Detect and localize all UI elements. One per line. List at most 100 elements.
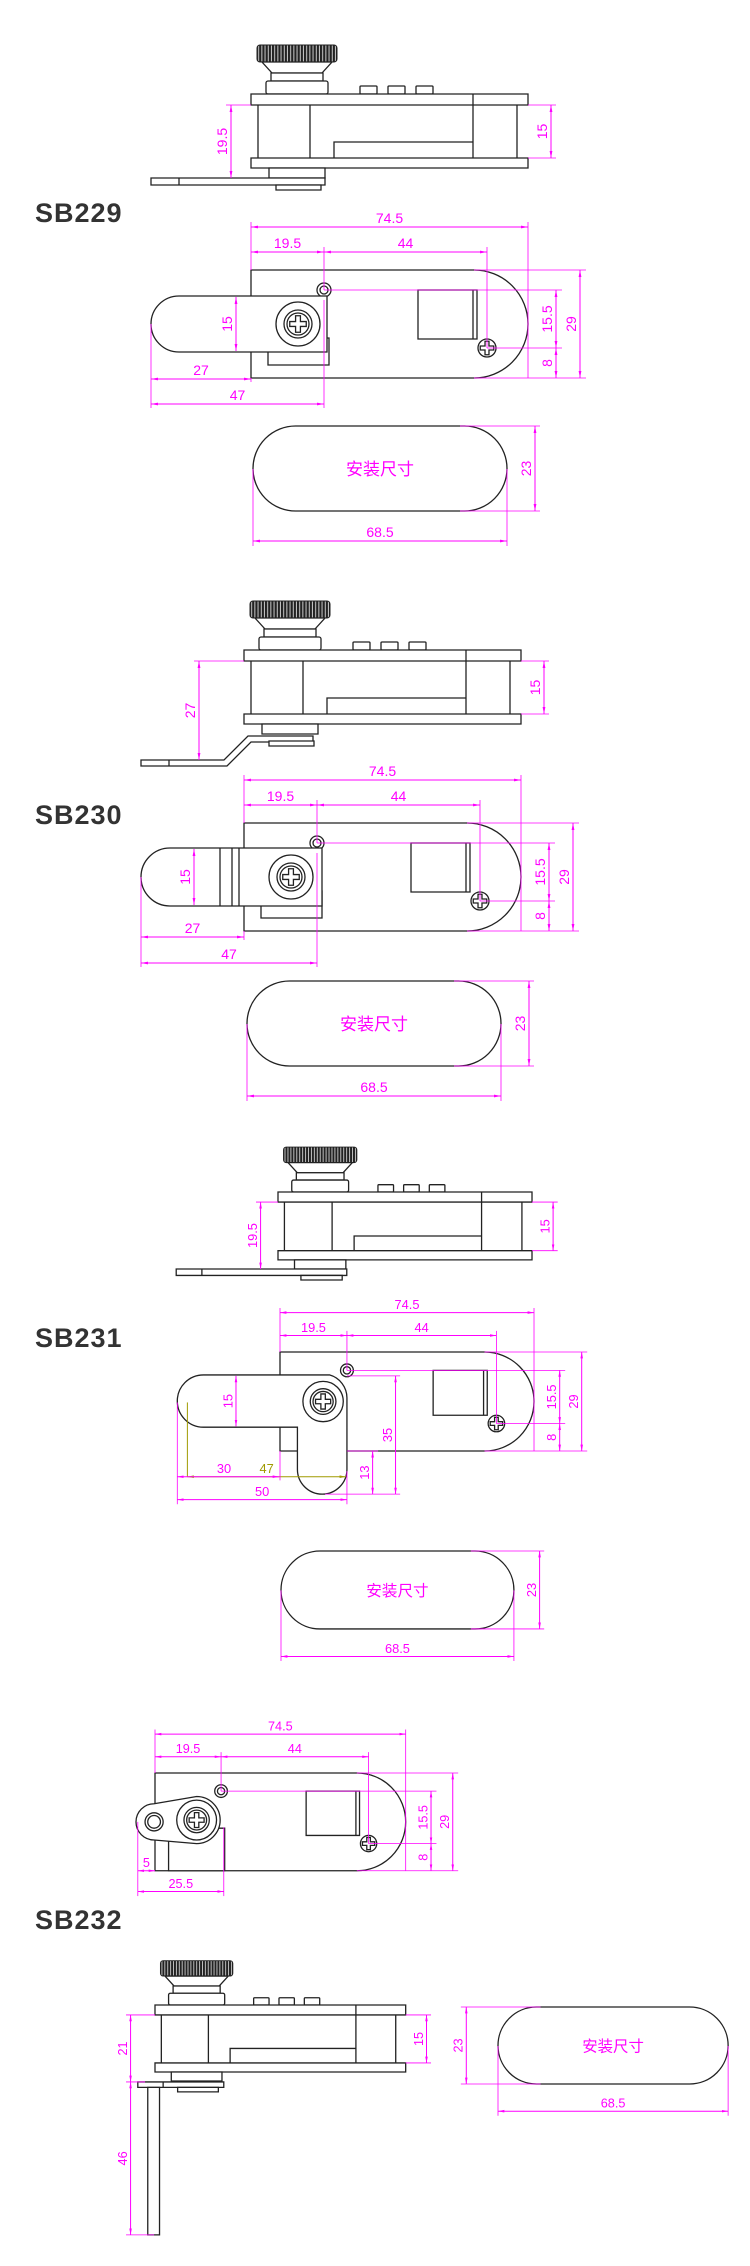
- dim-total-reach-text: 50: [255, 1484, 269, 1499]
- body-edges: [258, 94, 517, 168]
- dim-offset-text: 19.5: [176, 1742, 201, 1756]
- handle-screw-inner: [284, 310, 312, 338]
- dim-hole-to-screw-text: 15.5: [532, 858, 548, 885]
- knob-cone: [262, 62, 332, 73]
- latch-window: [306, 1791, 359, 1835]
- top-button-2: [381, 642, 398, 650]
- knurled-knob: [256, 44, 338, 63]
- knob-base: [292, 1180, 349, 1192]
- handle-screw-icon: [313, 1391, 333, 1411]
- dim-offset-text: 19.5: [274, 235, 301, 251]
- top-button-3: [416, 86, 433, 94]
- dim-handle-reach-text: 30: [217, 1461, 231, 1476]
- model-label-sb230: SB230: [35, 800, 123, 830]
- latch-window: [433, 1370, 487, 1415]
- rod: [148, 2087, 160, 2235]
- dim-hole-to-screw-text: 15.5: [416, 1805, 430, 1830]
- dim-width-text: 29: [563, 316, 579, 332]
- sb229-cutout: 安装尺寸 23 68.5: [253, 426, 540, 546]
- dim-hole-to-screw-text: 15.5: [544, 1384, 559, 1409]
- dim-side-body-text: 15: [534, 124, 550, 140]
- cross-recess-icon: [316, 1394, 331, 1409]
- tab-screw: [178, 2087, 219, 2092]
- inner-step: [334, 142, 473, 158]
- body-edges: [284, 1192, 522, 1260]
- bottom-plate: [244, 714, 521, 724]
- dim-side-body-text: 15: [527, 680, 543, 696]
- dim-hole-to-screw-text: 15.5: [539, 305, 555, 332]
- knob-neck: [271, 73, 323, 81]
- dim-total-reach-text: 47: [221, 946, 237, 962]
- dim-handle-reach-text: 27: [193, 362, 209, 378]
- dim-screw-to-edge-text: 8: [416, 1854, 430, 1861]
- cutout-label: 安装尺寸: [366, 1582, 428, 1600]
- dim-handle-width-text: 15: [220, 1394, 235, 1408]
- top-button-3: [409, 642, 426, 650]
- dim-side-body-text: 15: [537, 1219, 552, 1233]
- inner-step: [230, 2048, 356, 2062]
- handle-screw-inner: [310, 1389, 336, 1415]
- dim-rod-length-text: 46: [116, 2151, 130, 2165]
- tab-screw: [301, 1275, 342, 1280]
- mounting-cutout: [498, 2007, 728, 2084]
- knob-cone: [288, 1163, 352, 1173]
- dim-cutout-length-text: 68.5: [366, 524, 393, 540]
- body-edges: [251, 650, 510, 724]
- mounting-tab: [151, 178, 325, 185]
- handle-screw-inner: [184, 1807, 209, 1832]
- cutout-label: 安装尺寸: [346, 460, 414, 480]
- top-plate: [244, 650, 521, 661]
- latch-window: [411, 843, 470, 892]
- latch-window: [418, 290, 477, 339]
- dim-screw-to-edge-text: 8: [532, 912, 548, 920]
- dim-width-text: 29: [566, 1394, 581, 1408]
- dim-handle-reach-alt-text: 47: [260, 1461, 274, 1476]
- dim-side-height-text: 19.5: [245, 1223, 260, 1248]
- dim-screw-to-edge-text: 8: [544, 1434, 559, 1441]
- dim-cutout-width-text: 23: [512, 1016, 528, 1032]
- top-button-3: [304, 1998, 319, 2005]
- bottom-plate: [155, 2063, 406, 2072]
- handle-screw-icon: [280, 866, 302, 888]
- dim-cutout-width-text: 23: [518, 461, 534, 477]
- model-label-sb232: SB232: [35, 1905, 123, 1935]
- stem: [269, 168, 325, 178]
- dim-screw-to-edge-text: 8: [539, 359, 555, 367]
- cross-recess-icon: [283, 869, 300, 886]
- dim-overall-text: 74.5: [395, 1297, 420, 1312]
- cross-recess-icon: [480, 341, 494, 355]
- inner-step: [327, 698, 466, 714]
- bottom-plate: [278, 1251, 532, 1260]
- dim-arm-below-text: 13: [357, 1465, 372, 1479]
- cross-recess-icon: [473, 894, 487, 908]
- dim-offset-text: 19.5: [267, 788, 294, 804]
- top-plate: [278, 1192, 532, 1202]
- bottom-plate: [251, 158, 528, 168]
- cutout-label: 安装尺寸: [582, 2037, 644, 2055]
- knob-neck: [264, 629, 316, 637]
- dim-pitch-text: 44: [391, 788, 407, 804]
- top-plate: [251, 94, 528, 105]
- top-button-2: [404, 1185, 420, 1192]
- top-button-2: [279, 1998, 294, 2005]
- knob-neck: [173, 1986, 220, 1993]
- tab-screw: [276, 185, 321, 190]
- dim-arm-length-text: 35: [380, 1428, 395, 1442]
- dim-pitch-text: 44: [415, 1320, 429, 1335]
- dim-pitch-text: 44: [398, 235, 414, 251]
- mounting-tab: [138, 2082, 224, 2087]
- top-button-2: [388, 86, 405, 94]
- handle-screw-icon: [187, 1810, 207, 1830]
- cross-recess-icon: [362, 1837, 374, 1849]
- knurled-knob: [283, 1146, 358, 1164]
- dim-offset-text: 19.5: [301, 1320, 326, 1335]
- handle-screw-inner: [277, 863, 305, 891]
